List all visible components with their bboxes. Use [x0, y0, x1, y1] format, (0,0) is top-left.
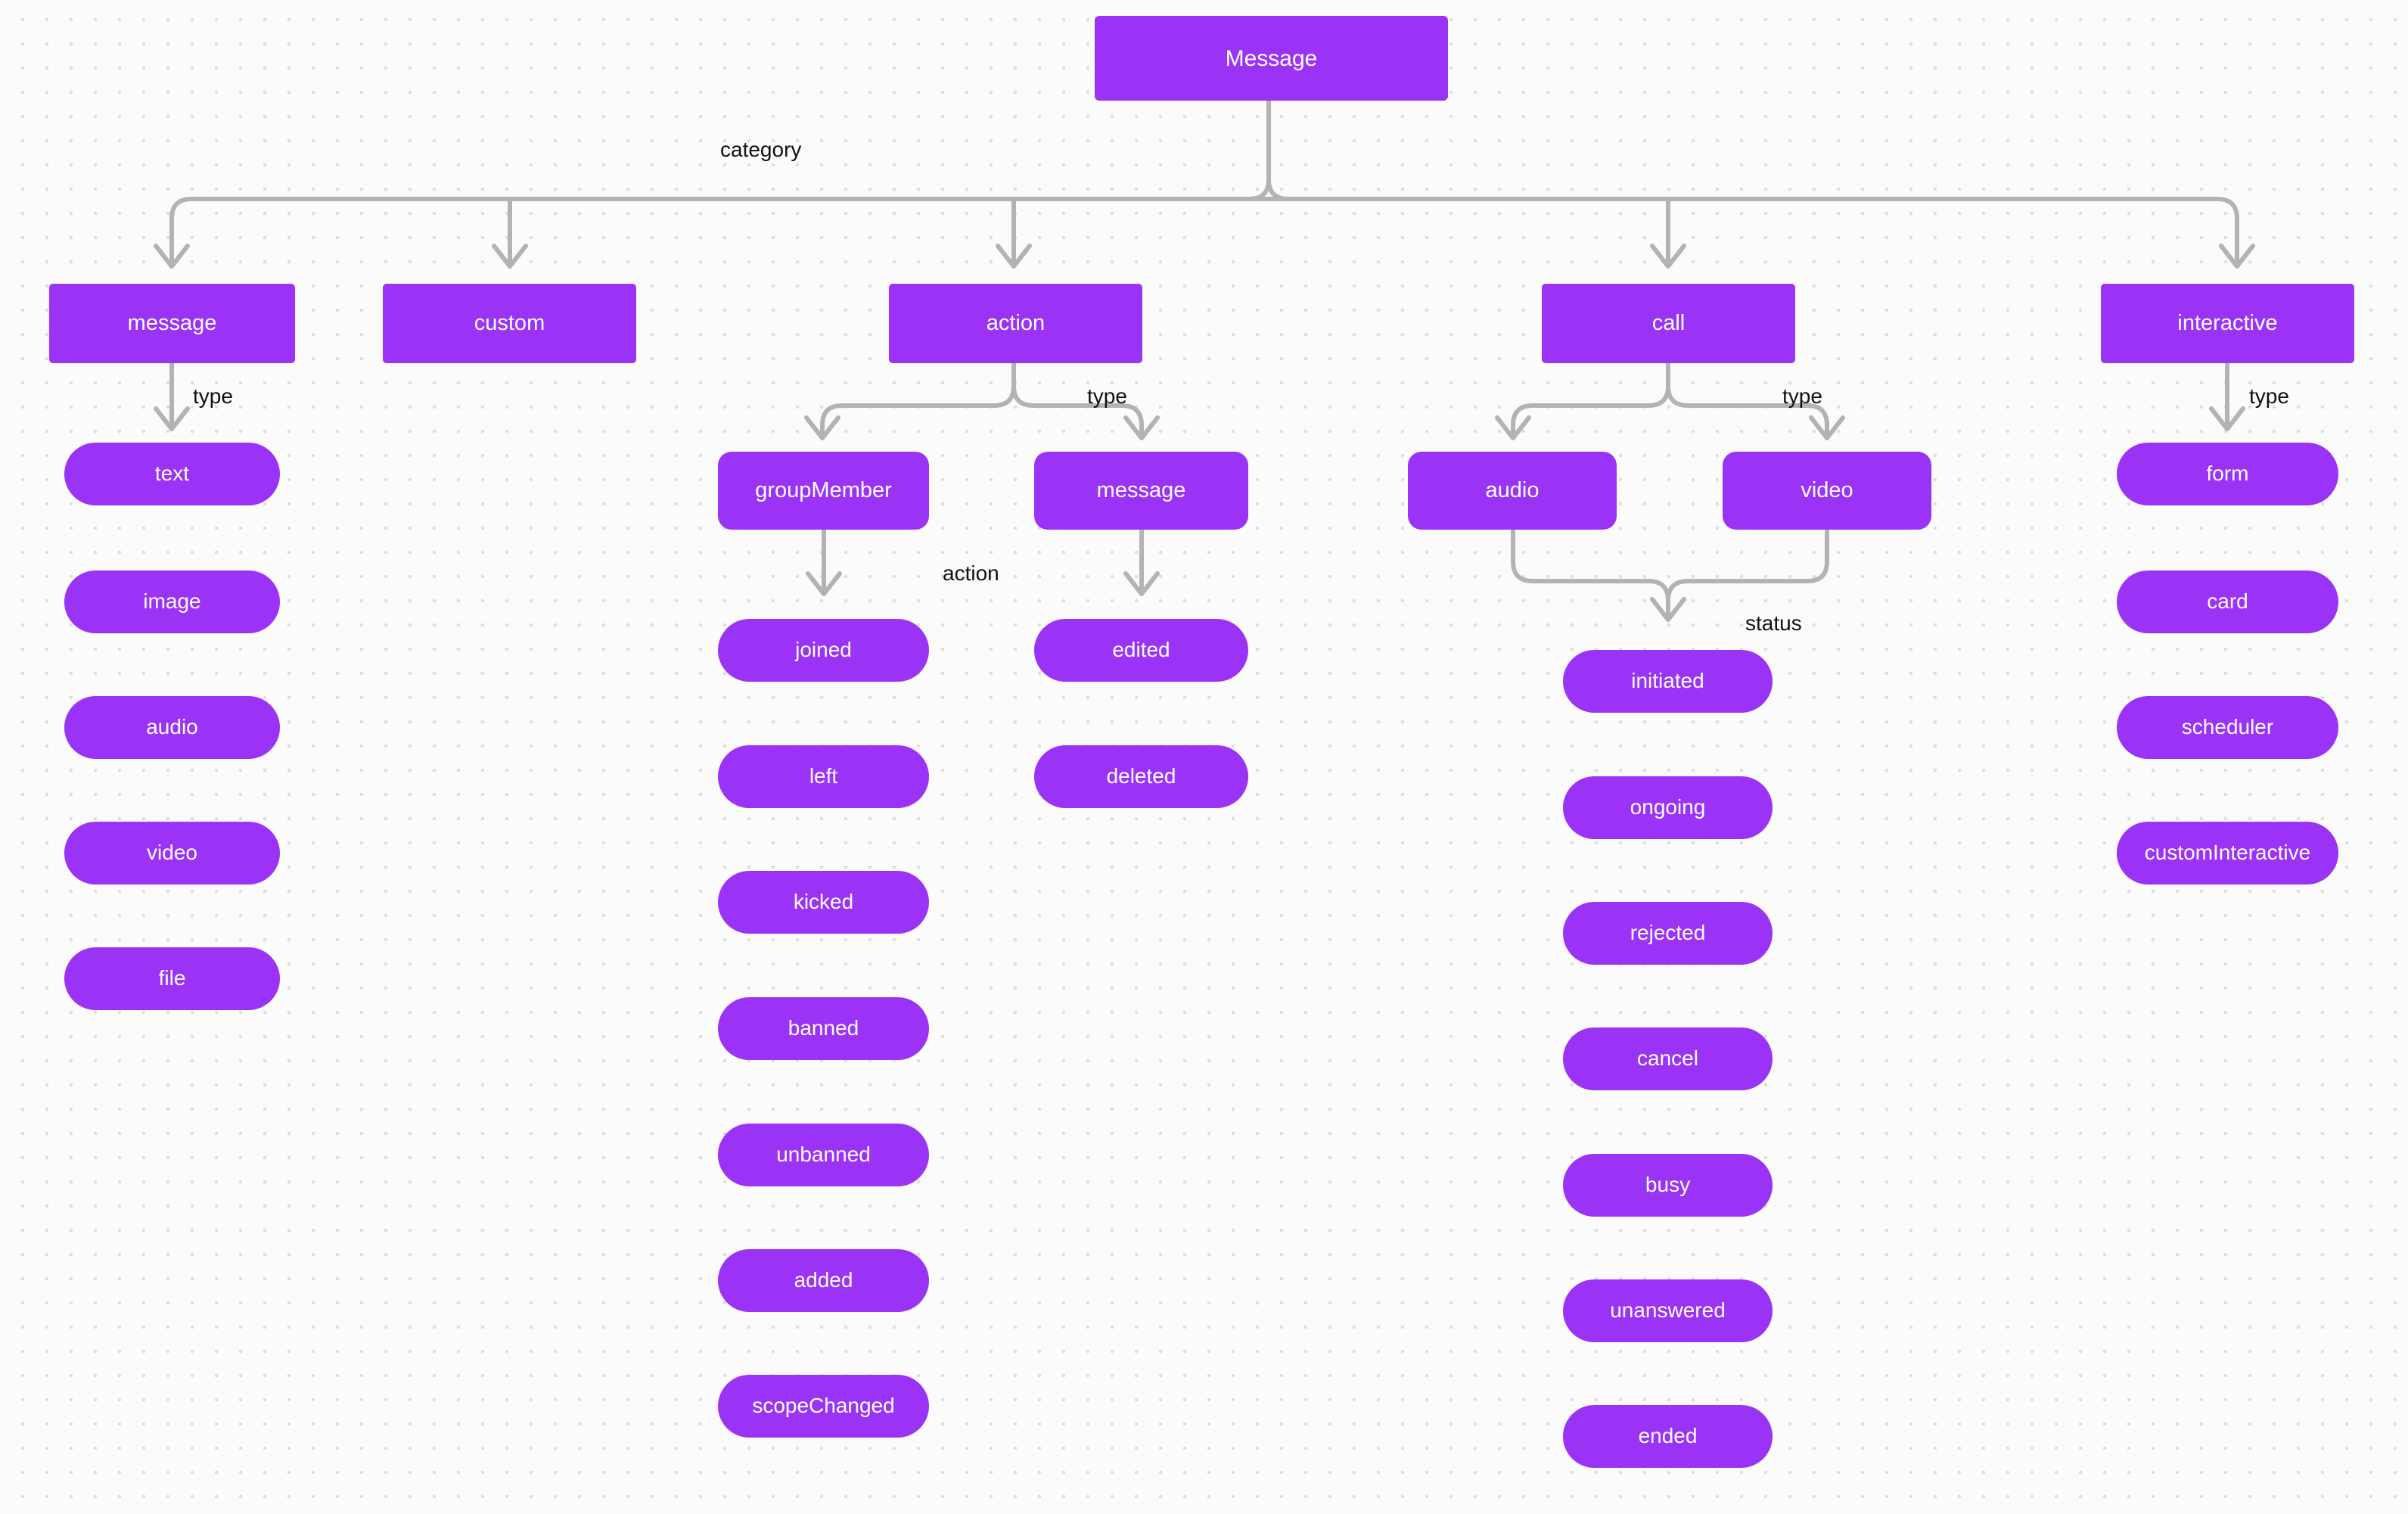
- node-groupmember-action-left[interactable]: left: [718, 745, 929, 808]
- node-message-type-audio[interactable]: audio: [64, 696, 280, 759]
- node-label: Message: [1225, 45, 1318, 71]
- edge-label-action: action: [943, 561, 999, 585]
- node-interactive-type-custominteractive[interactable]: customInteractive: [2117, 822, 2338, 884]
- node-label: groupMember: [755, 477, 892, 502]
- node-label: interactive: [2177, 310, 2278, 335]
- node-category-custom[interactable]: custom: [383, 284, 636, 363]
- node-interactive-type-scheduler[interactable]: scheduler: [2117, 696, 2338, 759]
- node-message-type-image[interactable]: image: [64, 570, 280, 633]
- node-label: custom: [474, 310, 545, 335]
- node-label: card: [2207, 589, 2248, 614]
- node-label: unbanned: [776, 1142, 871, 1167]
- node-label: kicked: [793, 890, 854, 914]
- node-label: customInteractive: [2144, 841, 2311, 865]
- node-call-status-unanswered[interactable]: unanswered: [1563, 1279, 1773, 1342]
- node-label: left: [809, 764, 838, 788]
- edge-root-to-bus: [1247, 98, 1271, 201]
- node-category-action[interactable]: action: [889, 284, 1142, 363]
- edge-audio-to-initiated: [1511, 527, 1670, 617]
- node-call-status-ongoing[interactable]: ongoing: [1563, 776, 1773, 839]
- node-action-type-groupmember[interactable]: groupMember: [718, 452, 929, 530]
- arrow-form: [2209, 406, 2245, 431]
- node-groupmember-action-joined[interactable]: joined: [718, 619, 929, 682]
- node-label: audio: [146, 715, 198, 739]
- node-label: scopeChanged: [752, 1394, 895, 1418]
- node-label: cancel: [1637, 1046, 1698, 1071]
- node-groupmember-action-banned[interactable]: banned: [718, 997, 929, 1060]
- node-label: form: [2206, 462, 2249, 486]
- node-root-message[interactable]: Message: [1095, 16, 1448, 101]
- node-call-type-video[interactable]: video: [1723, 452, 1931, 530]
- node-interactive-type-card[interactable]: card: [2117, 570, 2338, 633]
- arrow-message: [154, 244, 190, 269]
- edge-bus-to-message: [169, 197, 194, 263]
- node-message-action-deleted[interactable]: deleted: [1034, 745, 1248, 808]
- node-message-type-video[interactable]: video: [64, 822, 280, 884]
- node-label: file: [158, 966, 186, 990]
- node-label: added: [794, 1268, 853, 1292]
- node-label: joined: [795, 638, 852, 662]
- node-call-status-rejected[interactable]: rejected: [1563, 902, 1773, 965]
- node-call-status-cancel[interactable]: cancel: [1563, 1027, 1773, 1090]
- edge-label-type-action: type: [1087, 384, 1127, 408]
- edge-root-to-bus-right: [1266, 98, 1291, 201]
- node-call-status-ended[interactable]: ended: [1563, 1405, 1773, 1468]
- edge-label-category: category: [720, 138, 802, 161]
- arrow-interactive: [2219, 244, 2255, 269]
- node-label: busy: [1645, 1173, 1691, 1197]
- node-message-action-edited[interactable]: edited: [1034, 619, 1248, 682]
- node-label: initiated: [1631, 669, 1704, 693]
- node-groupmember-action-kicked[interactable]: kicked: [718, 871, 929, 934]
- node-groupmember-action-scopechanged[interactable]: scopeChanged: [718, 1375, 929, 1438]
- node-category-message[interactable]: message: [49, 284, 295, 363]
- node-label: text: [154, 462, 190, 486]
- node-action-type-message[interactable]: message: [1034, 452, 1248, 530]
- node-label: ended: [1638, 1424, 1698, 1448]
- node-label: video: [147, 841, 197, 865]
- edge-video-to-initiated: [1666, 527, 1829, 617]
- node-call-type-audio[interactable]: audio: [1408, 452, 1617, 530]
- node-label: banned: [788, 1016, 859, 1040]
- edge-label-status: status: [1745, 611, 1802, 635]
- node-label: unanswered: [1610, 1298, 1726, 1323]
- arrow-initiated: [1650, 597, 1686, 622]
- node-label: message: [1096, 477, 1186, 502]
- node-label: rejected: [1630, 921, 1706, 945]
- node-label: message: [127, 310, 217, 335]
- node-category-interactive[interactable]: interactive: [2101, 284, 2354, 363]
- node-call-status-initiated[interactable]: initiated: [1563, 650, 1773, 713]
- node-groupmember-action-unbanned[interactable]: unbanned: [718, 1124, 929, 1186]
- node-interactive-type-form[interactable]: form: [2117, 443, 2338, 505]
- arrow-edited: [1123, 571, 1160, 596]
- node-label: action: [986, 310, 1046, 335]
- edge-bus-to-interactive: [2215, 197, 2239, 263]
- arrow-custom: [492, 244, 528, 269]
- node-label: call: [1651, 310, 1686, 335]
- arrow-call: [1650, 244, 1686, 269]
- edge-label-type-call: type: [1782, 384, 1822, 408]
- node-label: deleted: [1106, 764, 1176, 788]
- node-label: video: [1801, 477, 1853, 502]
- edge-label-type-interactive: type: [2249, 384, 2289, 408]
- node-label: scheduler: [2181, 715, 2274, 739]
- node-label: edited: [1112, 638, 1170, 662]
- arrow-text: [154, 406, 190, 431]
- node-label: ongoing: [1630, 795, 1706, 819]
- arrow-action-message: [1123, 415, 1160, 440]
- node-category-call[interactable]: call: [1542, 284, 1795, 363]
- edge-label-type-message: type: [193, 384, 233, 408]
- arrow-video: [1809, 415, 1845, 440]
- edge-action-split-left: [820, 361, 1016, 435]
- node-label: audio: [1485, 477, 1540, 502]
- node-label: image: [143, 589, 201, 614]
- node-groupmember-action-added[interactable]: added: [718, 1249, 929, 1312]
- arrow-action: [996, 244, 1032, 269]
- arrow-audio: [1495, 415, 1531, 440]
- node-message-type-file[interactable]: file: [64, 947, 280, 1010]
- arrow-groupmember: [804, 415, 840, 440]
- node-message-type-text[interactable]: text: [64, 443, 280, 505]
- node-call-status-busy[interactable]: busy: [1563, 1154, 1773, 1217]
- arrow-joined: [806, 571, 842, 596]
- edge-call-split-left: [1511, 361, 1670, 435]
